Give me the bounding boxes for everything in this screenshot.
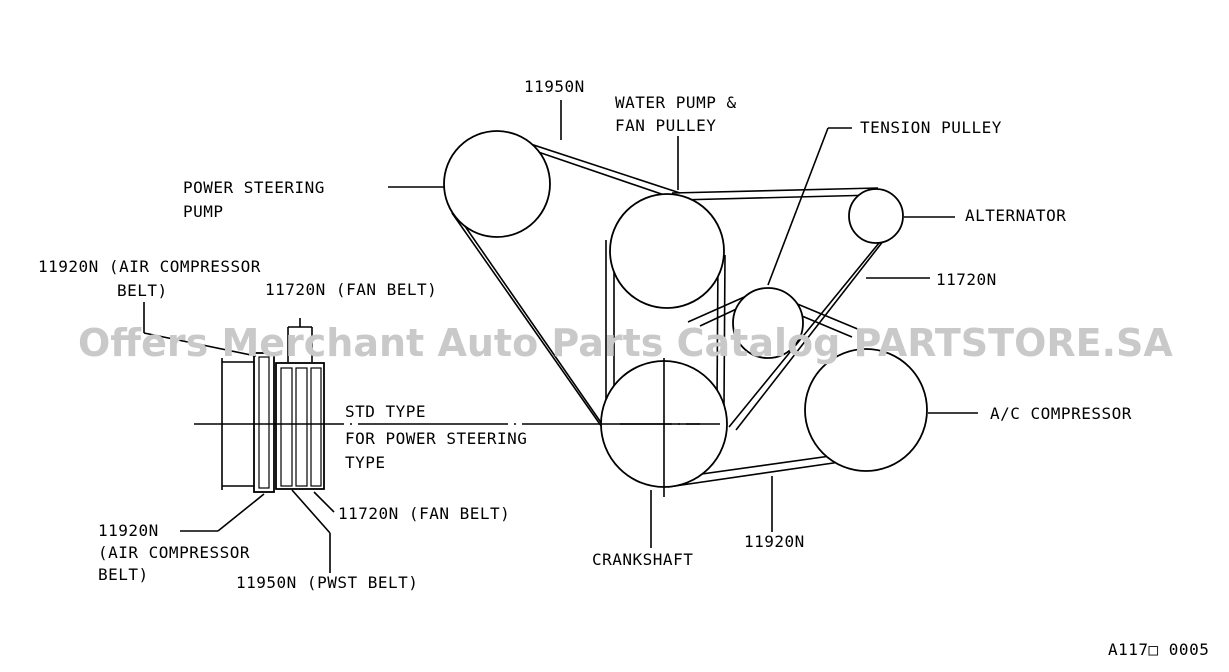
pulleys (443, 130, 928, 488)
power-steering-type-label-line1: FOR POWER STEERING (345, 429, 527, 448)
air-compressor-bottom-label-line2: (AIR COMPRESSOR (98, 543, 250, 562)
tension-pulley (732, 287, 804, 359)
air-compressor-bottom-label-line1: 11920N (98, 521, 159, 540)
leader-lines (143, 100, 978, 573)
belt-11920n-label: 11920N (744, 532, 805, 551)
labels: 11950N WATER PUMP & FAN PULLEY TENSION P… (38, 77, 1209, 659)
fan-belt-right-inner (716, 257, 719, 403)
air-compressor-bottom-label-line3: BELT) (98, 565, 149, 584)
crankshaft-label: CRANKSHAFT (592, 550, 693, 569)
tension-pulley-label: TENSION PULLEY (860, 118, 1002, 137)
fan-belt-bottom-label: 11720N (FAN BELT) (338, 504, 510, 523)
power-steering-pulley (443, 130, 551, 238)
air-compressor-belt-label-line2: BELT) (117, 281, 168, 300)
watermark: Offers Merchant Auto Parts Catalog PARTS… (78, 321, 1173, 365)
power-steering-type-label-line2: TYPE (345, 453, 386, 472)
power-steering-label-line1: POWER STEERING (183, 178, 325, 197)
water-pump-label-line2: FAN PULLEY (615, 116, 716, 135)
belt-11720n-label: 11720N (936, 270, 997, 289)
side-view-air-comp-groove (253, 352, 275, 493)
water-pump-pulley (609, 193, 725, 309)
ac-compressor-pulley (804, 348, 928, 472)
water-pump-label-line1: WATER PUMP & (615, 93, 737, 112)
alt-belt-top-inner (677, 194, 877, 201)
alt-belt-lower-outer (735, 221, 899, 431)
crank-pulley-side-view (194, 352, 720, 493)
std-type-label: STD TYPE (345, 402, 426, 421)
alt-belt-lower-inner (728, 226, 893, 428)
pwst-belt-label: 11950N (PWST BELT) (236, 573, 418, 592)
figure-code: A117□ 0005 (1108, 640, 1209, 659)
pwst-belt-left-inner (459, 218, 612, 438)
ac-belt-right-outer (794, 302, 861, 331)
side-view-fan-groove (275, 362, 325, 490)
fan-belt-top-label: 11720N (FAN BELT) (265, 280, 437, 299)
belt-11950n-label: 11950N (524, 77, 585, 96)
alternator-pulley (848, 188, 904, 244)
alt-belt-top-outer (671, 187, 879, 194)
air-compressor-belt-label-line1: 11920N (AIR COMPRESSOR (38, 257, 261, 276)
power-steering-label-line2: PUMP (183, 202, 224, 221)
pwst-belt-left-outer (451, 212, 605, 431)
ac-compressor-label: A/C COMPRESSOR (990, 404, 1132, 423)
alternator-label: ALTERNATOR (965, 206, 1066, 225)
fan-belt-right-outer (723, 254, 726, 406)
